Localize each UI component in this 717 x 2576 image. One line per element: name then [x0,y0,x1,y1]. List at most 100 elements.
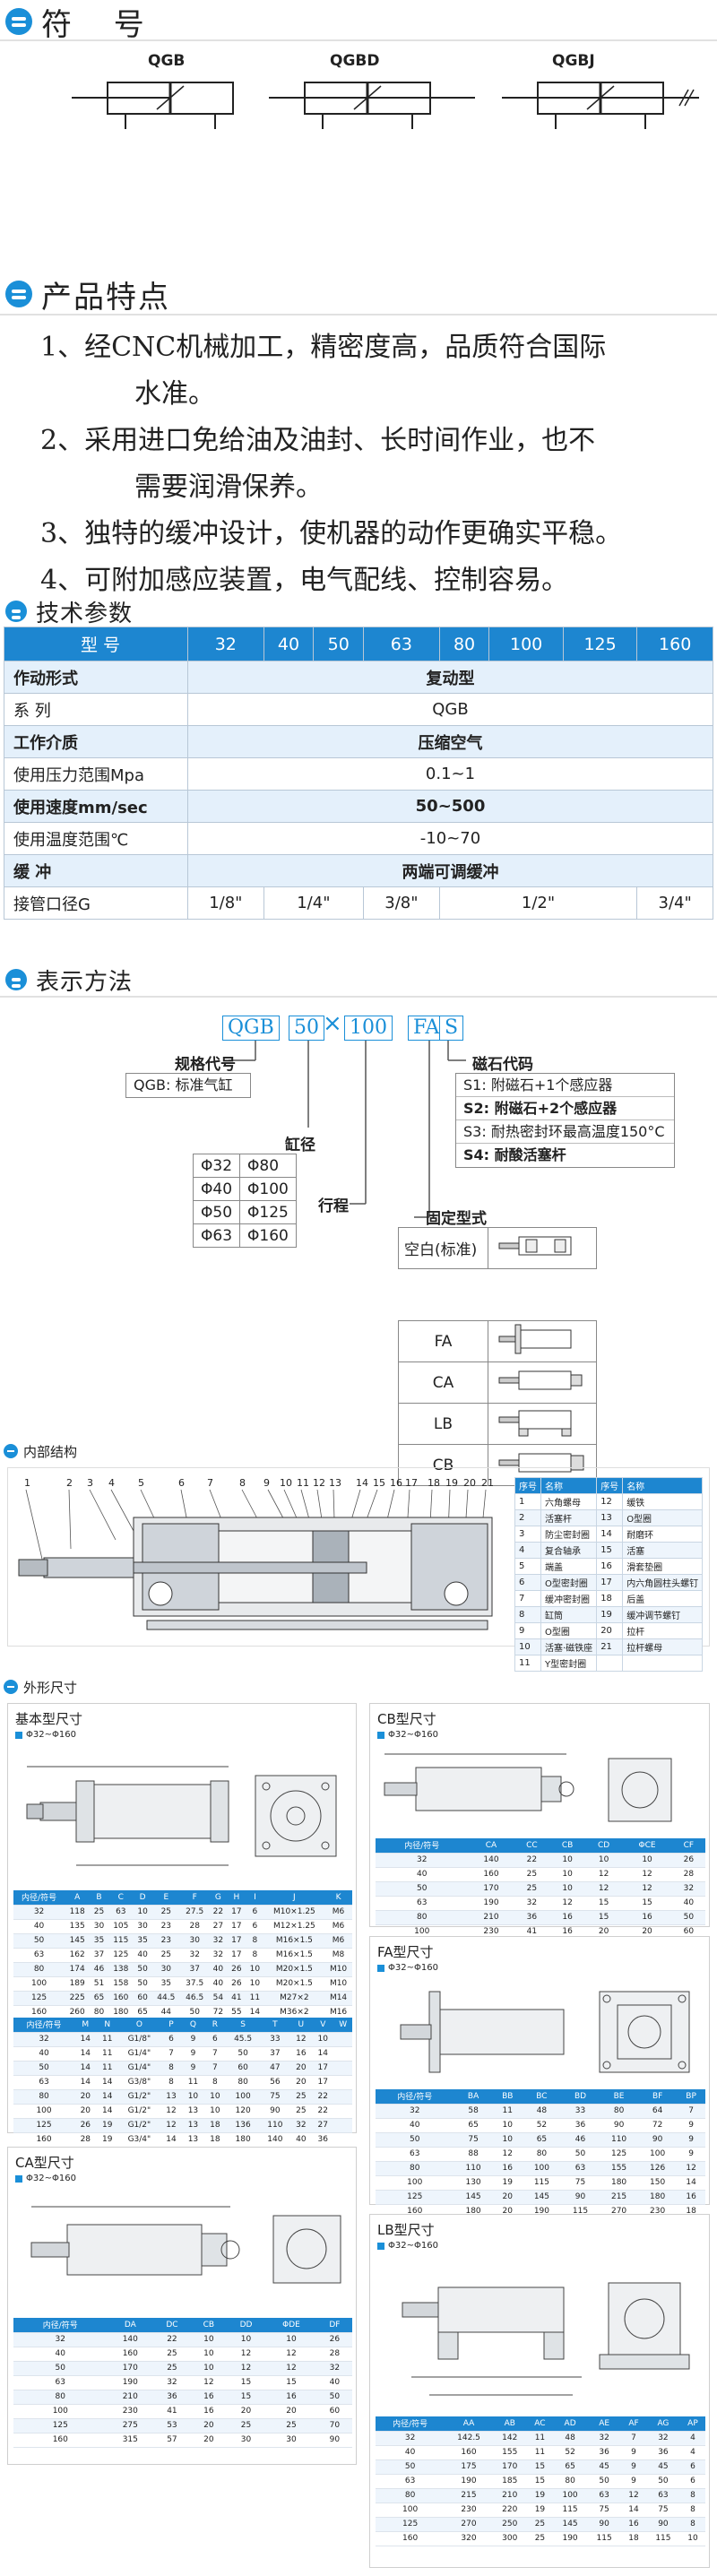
table-cell: 12 [265,2347,317,2362]
spec-row-label: 使用压力范围Mpa [4,757,188,791]
parts-cell: 14 [596,1526,624,1543]
table-cell: 26 [227,1976,246,1992]
table-cell: 32 [514,1896,550,1911]
table-header-cell: F [180,1890,210,1906]
table-cell: 80 [522,2147,561,2162]
table-cell: 48 [522,2104,561,2119]
features-title: 产品特点 [41,279,170,316]
table-cell: 158 [108,1976,134,1992]
table-cell: 6 [679,2474,705,2489]
table-cell: 160 [445,2445,493,2460]
symbol-label-qgbd: QGBD [330,52,380,70]
table-cell: 115 [108,1933,134,1949]
table-cell: 100 [226,2089,261,2105]
table-cell: 15 [226,2375,266,2390]
table-cell: 60 [226,2061,261,2076]
table-cell: 12 [265,2361,317,2376]
table-cell: M20×1.5 [263,1976,325,1992]
spec-row-value: 复动型 [187,661,713,694]
table-cell: 90 [638,2132,678,2148]
table-cell: 50 [587,2474,622,2489]
table-cell: 19 [96,2118,118,2133]
mount-name: FA [398,1320,488,1362]
table-cell: 8 [246,1933,264,1949]
mount-name: CB [398,1444,488,1486]
table-cell: 26 [227,1962,246,1977]
spec-row-label: 缓 冲 [4,854,188,887]
spec-row: 使用压力范围Mpa 0.1~1 [4,757,713,791]
table-cell: M10 [324,1962,352,1977]
port-cell: 1/2" [438,886,638,920]
table-cell: 16 [265,2390,317,2405]
table-cell: M27×2 [263,1991,325,2006]
table-cell: 19 [492,2175,523,2191]
table-cell: 25 [151,1905,181,1920]
table-header-cell: AF [621,2416,646,2432]
table-cell: 32 [645,2431,680,2446]
bore-cell: Φ63 [192,1223,241,1248]
table-cell: 19 [96,2132,118,2148]
table-cell: 65 [90,1991,108,2006]
table-cell: 4 [679,2445,705,2460]
table-cell [333,2104,352,2119]
table-cell: 28 [180,1919,210,1934]
table-cell: 110 [454,2161,493,2176]
table-cell: 36 [645,2445,680,2460]
spec-row-value: 压缩空气 [187,725,713,758]
table-cell: 11 [182,2075,204,2090]
table-cell: 52 [522,2118,561,2133]
table-cell: 10 [622,1853,672,1868]
parts-cell: 20 [596,1622,624,1639]
table-cell: 65 [454,2118,493,2133]
table-cell: 27 [209,1919,228,1934]
mount-name: 空白(标准) [398,1227,488,1269]
table-cell: 35 [151,1976,181,1992]
basic-drawing [26,1766,337,1866]
table-cell: 54 [209,1991,228,2006]
table-cell: 60 [316,2404,352,2419]
mount-row: 空白(标准) [398,1227,597,1269]
table-cell: 10 [246,1976,264,1992]
table-cell: 315 [107,2433,154,2448]
table-cell [333,2061,352,2076]
table-header-cell: 内径/符号 [376,2089,454,2105]
spec-row-value: -10~70 [187,822,713,855]
table-cell: 12 [226,2361,266,2376]
table-cell: 37.5 [180,1976,210,1992]
parts-cell: 活塞杆 [540,1509,598,1526]
table-cell: 28 [74,2132,97,2148]
parts-cell: 17 [596,1574,624,1591]
table-cell: 300 [492,2531,527,2546]
table-cell: 270 [445,2517,493,2532]
table-cell: 64 [638,2104,678,2119]
spec-row-value: 0.1~1 [187,757,713,791]
size-cell: 125 [562,627,638,661]
table-cell: 10 [182,2089,204,2105]
table-cell: 75 [645,2503,680,2518]
table-cell: M10 [324,1976,352,1992]
table-cell: 136 [226,2118,261,2133]
table-cell: 14 [96,2075,118,2090]
table-cell: 10 [133,1905,152,1920]
ca-title: CA型尺寸 [15,2155,74,2171]
table-cell: 6 [246,1905,264,1920]
table-cell: 100 [522,2161,561,2176]
table-cell: 170 [492,2459,527,2475]
parts-cell: 活塞·磁铁座 [540,1638,598,1655]
parts-cell: 6 [514,1574,541,1591]
spec-row-value: 两端可调缓冲 [187,854,713,887]
table-cell: 12 [677,2161,705,2176]
table-cell: 70 [316,2418,352,2433]
table-cell: 210 [492,2488,527,2503]
